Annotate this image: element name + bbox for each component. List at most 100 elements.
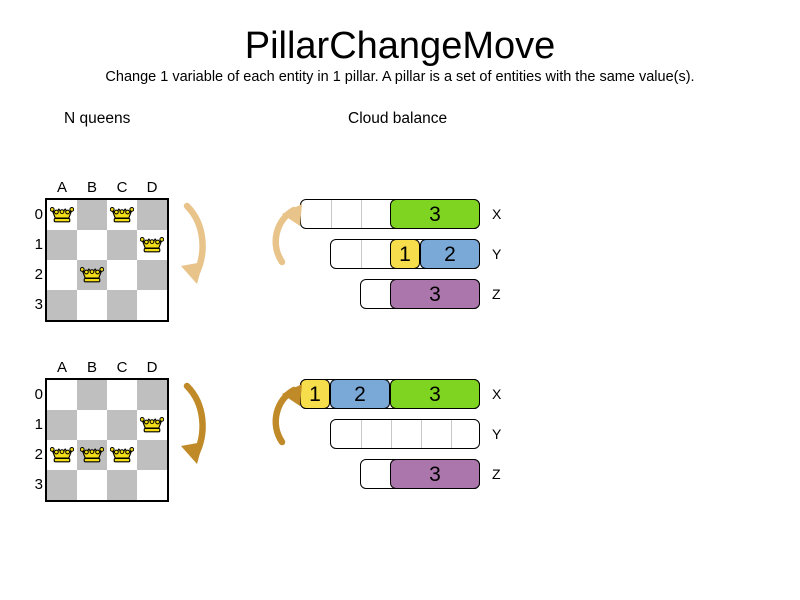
board-cell[interactable] [137,200,167,230]
board-row-label: 1 [34,416,43,433]
board-transition-arrow-down-icon [181,202,206,284]
process-block-value: 3 [429,382,441,406]
board-queen-cell[interactable] [107,200,137,230]
board-column-label: D [146,179,158,196]
cloud-balance-bar-row: 1 2 Y [0,239,800,269]
board-queen-cell[interactable] [137,230,167,260]
board-row-label: 1 [34,236,43,253]
bar-segment-divider [421,420,422,448]
nqueens-board-after: A B C D 0 1 2 3 [35,360,169,502]
board-column-label: B [86,359,97,376]
computer-label: Z [492,286,501,302]
board-cell[interactable] [107,260,137,290]
process-block[interactable]: 3 [390,279,480,309]
process-block-value: 3 [429,202,441,226]
board-queen-cell[interactable] [77,260,107,290]
board-cell[interactable] [107,410,137,440]
bar-segment-divider [391,420,392,448]
queen-icon [110,447,134,463]
process-block[interactable]: 1 [390,239,420,269]
process-block-value: 1 [399,242,411,266]
chessboard[interactable]: A B C D 0 1 2 3 [35,180,169,322]
board-cell[interactable] [77,290,107,320]
computer-capacity-bar[interactable] [330,419,480,449]
page-subtitle: Change 1 variable of each entity in 1 pi… [105,69,695,85]
process-block-value: 1 [309,382,321,406]
board-cell[interactable] [47,230,77,260]
bar-segment-divider [361,420,362,448]
process-block-value: 2 [444,242,456,266]
board-queen-cell[interactable] [47,440,77,470]
process-block[interactable]: 3 [390,379,480,409]
board-cell[interactable] [47,380,77,410]
board-cell[interactable] [77,200,107,230]
nqueens-board-before: A B C D 0 1 2 3 [35,180,169,322]
board-column-label: D [146,359,158,376]
bar-segment-divider [361,200,362,228]
computer-label: Y [492,246,502,262]
queen-icon [50,207,74,223]
bars-transition-arrow-up-icon [272,204,302,266]
queen-icon [80,447,104,463]
board-cell[interactable] [107,230,137,260]
queen-icon [140,237,164,253]
board-cell[interactable] [77,380,107,410]
board-cell[interactable] [47,470,77,500]
cloud-balance-bar-row: 1 2 3 X [0,379,800,409]
page-title: PillarChangeMove [244,25,556,67]
board-cell[interactable] [77,470,107,500]
board-column-label: C [116,179,128,196]
board-row-label: 2 [34,446,43,463]
board-cell[interactable] [107,470,137,500]
process-block-value: 3 [429,462,441,486]
board-row-label: 0 [34,206,43,223]
computer-label: Z [492,466,501,482]
board-cell[interactable] [47,260,77,290]
bar-segment-divider [361,240,362,268]
board-cell[interactable] [107,290,137,320]
board-row-label: 3 [34,476,43,493]
process-block[interactable]: 3 [390,459,480,489]
process-block[interactable]: 2 [330,379,390,409]
board-column-label: C [116,359,128,376]
board-cell[interactable] [47,410,77,440]
board-row-label: 0 [34,386,43,403]
board-cell[interactable] [137,440,167,470]
board-row-label: 3 [34,296,43,313]
board-cell[interactable] [77,410,107,440]
board-cell[interactable] [107,380,137,410]
bars-transition-arrow-up-icon [272,384,302,446]
board-queen-cell[interactable] [77,440,107,470]
board-cell[interactable] [77,230,107,260]
section-heading-cloud: Cloud balance [348,110,448,127]
board-queen-cell[interactable] [107,440,137,470]
board-row-label: 2 [34,266,43,283]
chessboard[interactable]: A B C D 0 1 2 3 [35,360,169,502]
process-block[interactable]: 1 [300,379,330,409]
cloud-balance-bar-row: Y [0,419,800,449]
computer-label: X [492,206,502,222]
board-column-label: A [56,179,67,196]
board-queen-cell[interactable] [47,200,77,230]
process-block[interactable]: 2 [420,239,480,269]
computer-label: Y [492,426,502,442]
board-column-label: B [86,179,97,196]
bar-segment-divider [331,200,332,228]
board-cell[interactable] [137,290,167,320]
bar-segment-divider [451,420,452,448]
board-column-label: A [56,359,67,376]
process-block[interactable]: 3 [390,199,480,229]
board-transition-arrow-down-icon [181,382,206,464]
board-queen-cell[interactable] [137,410,167,440]
board-cell[interactable] [137,470,167,500]
board-cell[interactable] [137,260,167,290]
board-cell[interactable] [137,380,167,410]
queen-icon [140,417,164,433]
board-cell[interactable] [47,290,77,320]
process-block-value: 2 [354,382,366,406]
computer-label: X [492,386,502,402]
queen-icon [80,267,104,283]
